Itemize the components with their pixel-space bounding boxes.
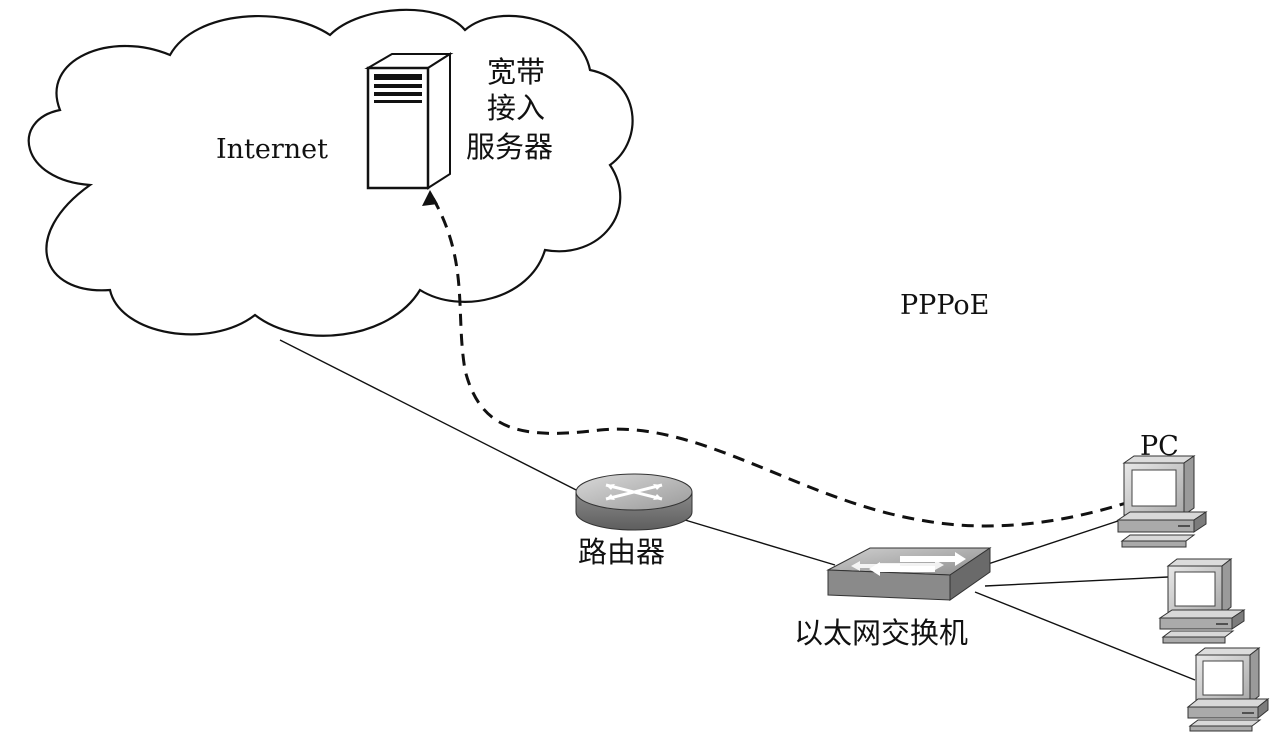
link-cloud-router <box>279 339 591 498</box>
internet-cloud <box>27 8 634 337</box>
link-switch-pc1 <box>984 516 1131 566</box>
access-server-icon <box>364 52 454 190</box>
router-label: 路由器 <box>578 535 665 569</box>
server-label-line-2: 接入 <box>487 91 545 125</box>
link-switch-pc3 <box>974 591 1196 681</box>
pc-3-icon <box>1186 646 1270 732</box>
ethernet-switch-icon <box>826 547 992 601</box>
internet-label: Internet <box>216 134 328 165</box>
server-label-line-3: 服务器 <box>466 130 553 164</box>
pppoe-session-path <box>428 192 1151 528</box>
link-switch-pc2 <box>984 576 1169 587</box>
pc-label: PC <box>1140 431 1179 462</box>
router-icon <box>575 473 693 531</box>
link-router-switch <box>684 519 836 566</box>
pppoe-label: PPPoE <box>900 290 989 321</box>
arrowhead-server <box>422 190 438 206</box>
server-label-line-1: 宽带 <box>487 55 545 89</box>
pc-2-icon <box>1158 557 1246 644</box>
pc-1-icon <box>1116 455 1208 548</box>
switch-label: 以太网交换机 <box>794 616 968 650</box>
